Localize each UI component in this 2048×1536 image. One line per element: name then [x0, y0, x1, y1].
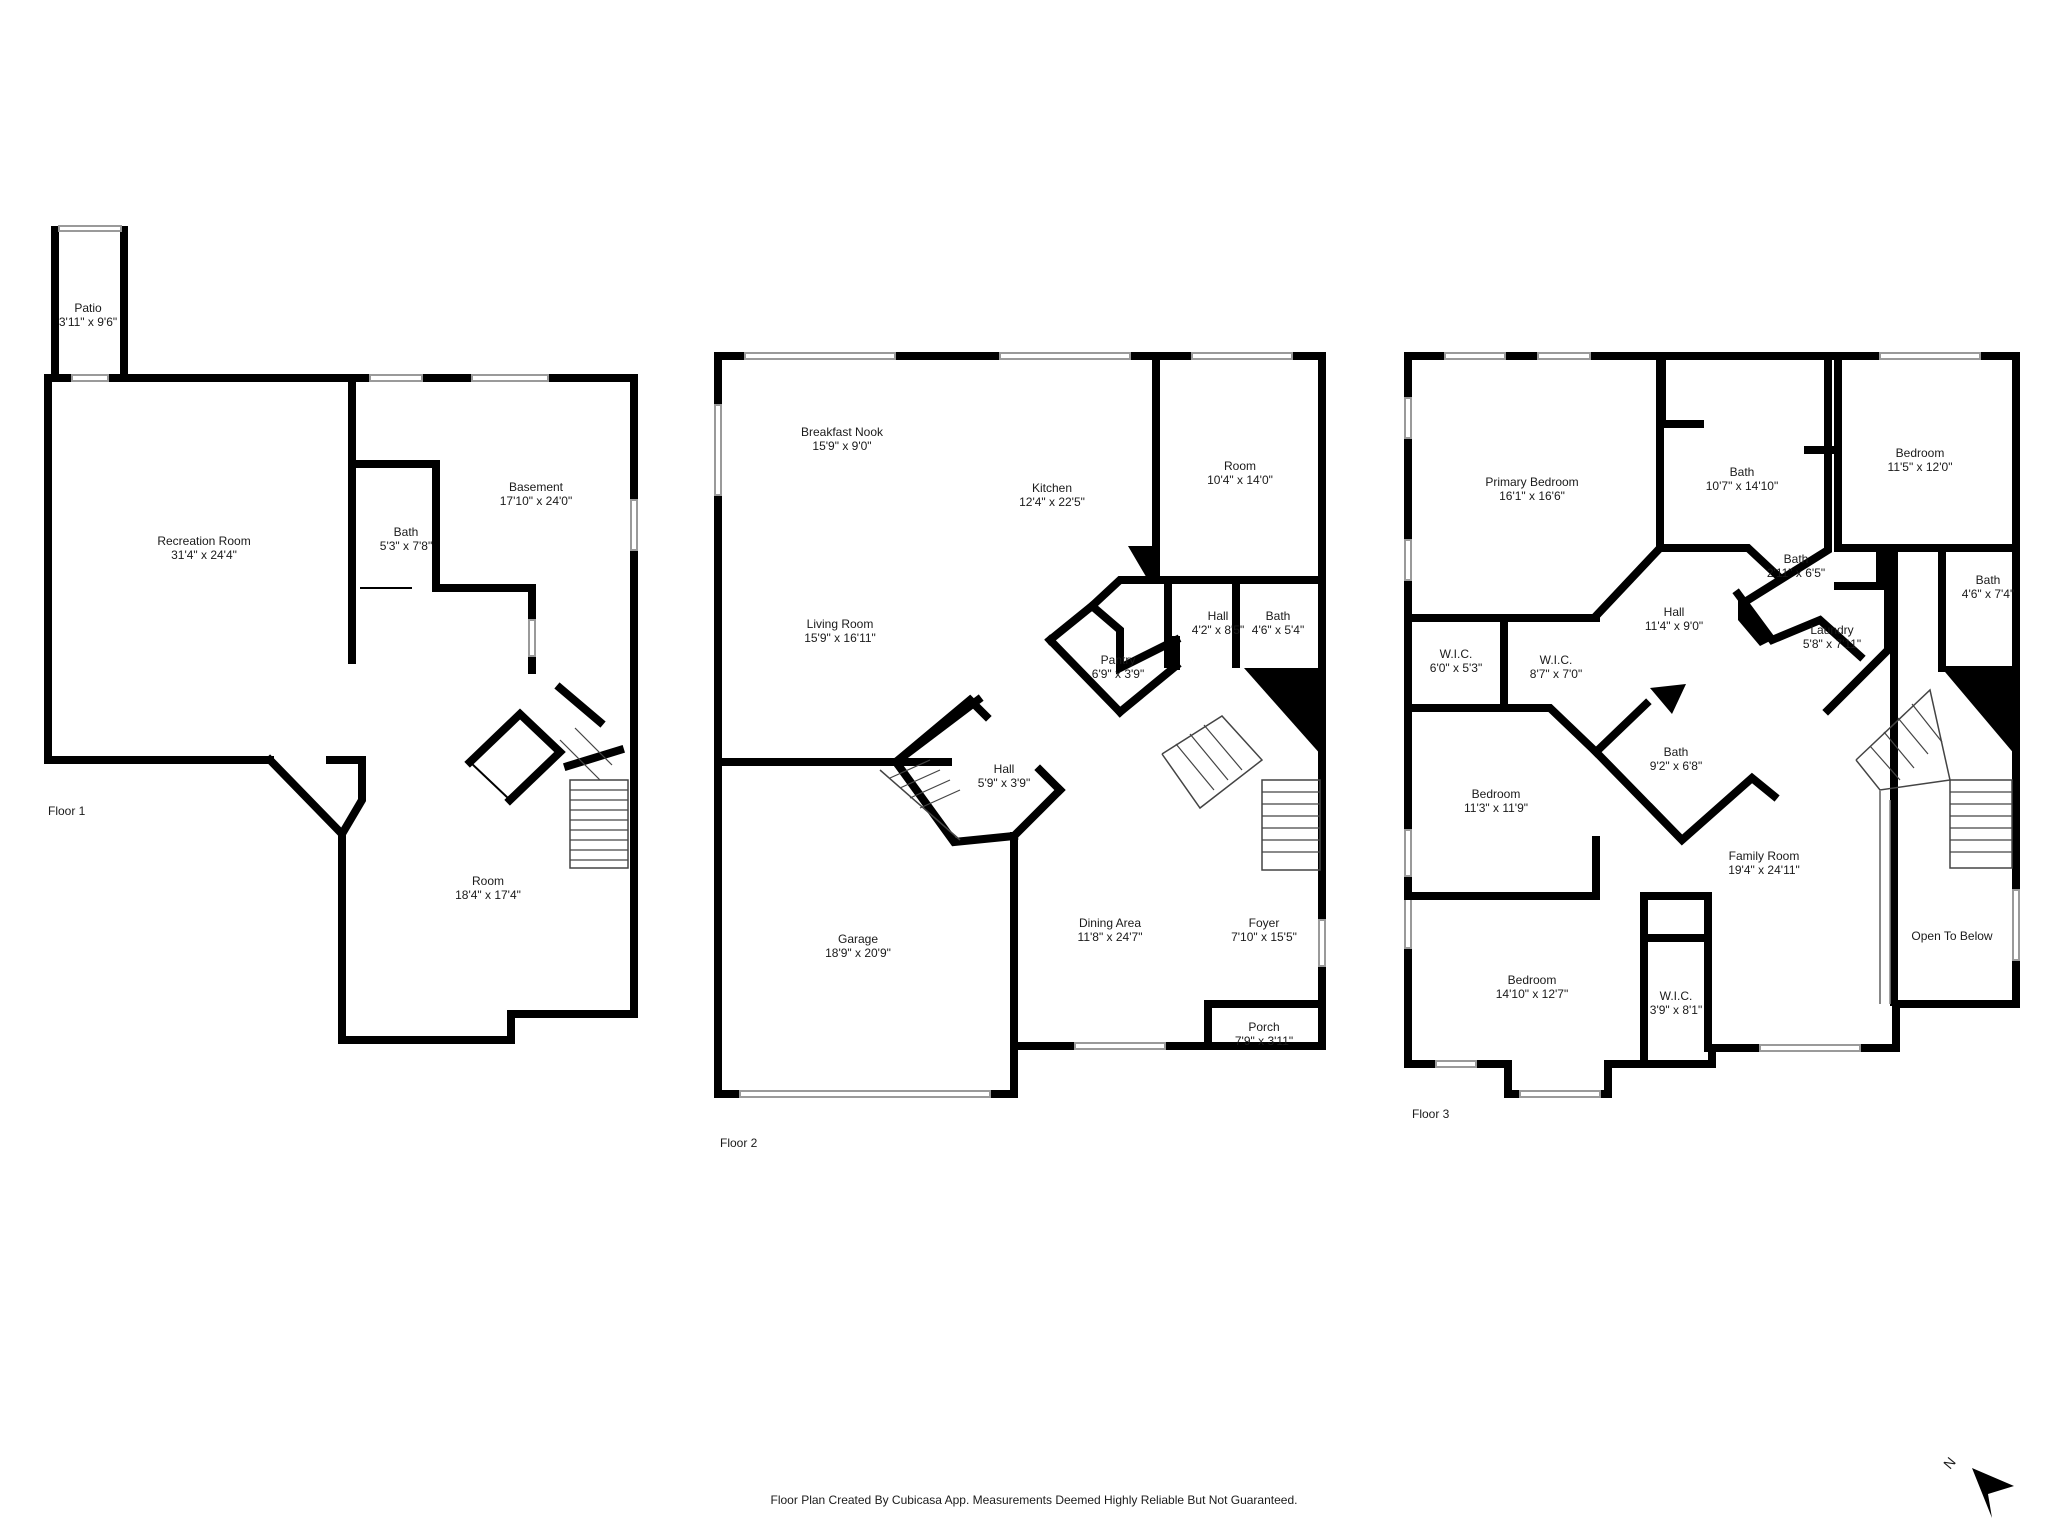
floor-1-plan	[44, 225, 638, 1044]
room-label: Living Room	[807, 617, 874, 631]
room-dimensions: 17'10" x 24'0"	[500, 494, 573, 508]
room-dimensions: 4'2" x 8'5"	[1192, 623, 1244, 637]
room-dimensions: 3'11" x 9'6"	[59, 315, 117, 329]
floor-3-labels: Primary Bedroom 16'1" x 16'6" Bath 10'7"…	[1430, 446, 2014, 1017]
floor-3-label: Floor 3	[1412, 1107, 1450, 1121]
room-label: Bedroom	[1508, 973, 1557, 987]
room-label: Garage	[838, 932, 878, 946]
compass-north-label: N	[1940, 1454, 1959, 1472]
room-dimensions: 10'4" x 14'0"	[1207, 473, 1273, 487]
room-label: Bath	[1976, 573, 2001, 587]
floor-1-labels: Patio 3'11" x 9'6" Recreation Room 31'4"…	[59, 301, 572, 902]
room-dimensions: 3'9" x 8'1"	[1650, 1003, 1702, 1017]
room-dimensions: 18'4" x 17'4"	[455, 888, 521, 902]
room-dimensions: 9'2" x 6'8"	[1650, 759, 1702, 773]
room-label: Bath	[1730, 465, 1755, 479]
floor-1-stairs	[559, 727, 629, 869]
room-dimensions: 5'8" x 7'11"	[1803, 637, 1861, 651]
floor-2-label: Floor 2	[720, 1136, 758, 1150]
room-dimensions: 6'0" x 5'3"	[1430, 661, 1482, 675]
room-label: Laundry	[1810, 623, 1853, 637]
footer-disclaimer: Floor Plan Created By Cubicasa App. Meas…	[771, 1493, 1298, 1507]
room-dimensions: 5'3" x 7'8"	[380, 539, 432, 553]
room-label: W.I.C.	[1540, 653, 1573, 667]
room-label: Recreation Room	[157, 534, 250, 548]
room-dimensions: 31'4" x 24'4"	[171, 548, 237, 562]
room-label: Bedroom	[1472, 787, 1521, 801]
room-label: W.I.C.	[1440, 647, 1473, 661]
room-dimensions: 10'7" x 14'10"	[1706, 479, 1779, 493]
room-label: Patio	[74, 301, 102, 315]
room-label: Kitchen	[1032, 481, 1072, 495]
room-dimensions: 7'10" x 15'5"	[1231, 930, 1297, 944]
room-dimensions: 5'9" x 3'9"	[978, 776, 1030, 790]
room-label: Hall	[994, 762, 1015, 776]
room-label: Primary Bedroom	[1485, 475, 1578, 489]
room-label: Hall	[1664, 605, 1685, 619]
room-label: Dining Area	[1079, 916, 1141, 930]
floor-3-plan	[1404, 352, 2020, 1098]
room-dimensions: 18'9" x 20'9"	[825, 946, 891, 960]
room-dimensions: 7'9" x 3'11"	[1235, 1034, 1293, 1048]
room-label: Porch	[1248, 1020, 1279, 1034]
room-label: Bath	[1266, 609, 1291, 623]
room-dimensions: 19'4" x 24'11"	[1728, 863, 1800, 877]
room-label: Hall	[1208, 609, 1229, 623]
room-dimensions: 11'3" x 11'9"	[1464, 801, 1528, 815]
room-label: Bath	[1664, 745, 1689, 759]
room-dimensions: 11'5" x 12'0"	[1888, 460, 1953, 474]
room-label: Breakfast Nook	[801, 425, 884, 439]
room-label: Open To Below	[1911, 929, 1992, 943]
room-dimensions: 6'9" x 3'9"	[1092, 667, 1144, 681]
room-dimensions: 8'7" x 7'0"	[1530, 667, 1582, 681]
room-dimensions: 4'6" x 5'4"	[1252, 623, 1304, 637]
room-label: Bedroom	[1896, 446, 1945, 460]
room-dimensions: 15'9" x 16'11"	[804, 631, 876, 645]
room-dimensions: 15'9" x 9'0"	[812, 439, 871, 453]
room-dimensions: 4'6" x 7'4"	[1962, 587, 2014, 601]
floor-2-labels: Breakfast Nook 15'9" x 9'0" Kitchen 12'4…	[801, 425, 1304, 1048]
compass-icon: N	[1940, 1454, 2014, 1518]
floor-2-stairs	[879, 715, 1321, 871]
room-label: Pantry	[1101, 653, 1136, 667]
room-dimensions: 12'4" x 22'5"	[1019, 495, 1085, 509]
room-label: Bath	[1784, 552, 1809, 566]
floor-2-plan	[714, 352, 1326, 1098]
floor-1-label: Floor 1	[48, 804, 86, 818]
room-dimensions: 16'1" x 16'6"	[1499, 489, 1565, 503]
floor-3-stairs	[1855, 688, 2013, 1004]
room-dimensions: 11'4" x 9'0"	[1645, 619, 1703, 633]
room-dimensions: 14'10" x 12'7"	[1496, 987, 1569, 1001]
room-label: Bath	[394, 525, 419, 539]
room-label: W.I.C.	[1660, 989, 1693, 1003]
room-dimensions: 2'11" x 6'5"	[1767, 566, 1825, 580]
room-dimensions: 11'8" x 24'7"	[1078, 930, 1143, 944]
room-label: Room	[1224, 459, 1256, 473]
room-label: Basement	[509, 480, 564, 494]
room-label: Family Room	[1729, 849, 1800, 863]
room-label: Room	[472, 874, 504, 888]
room-label: Foyer	[1249, 916, 1280, 930]
